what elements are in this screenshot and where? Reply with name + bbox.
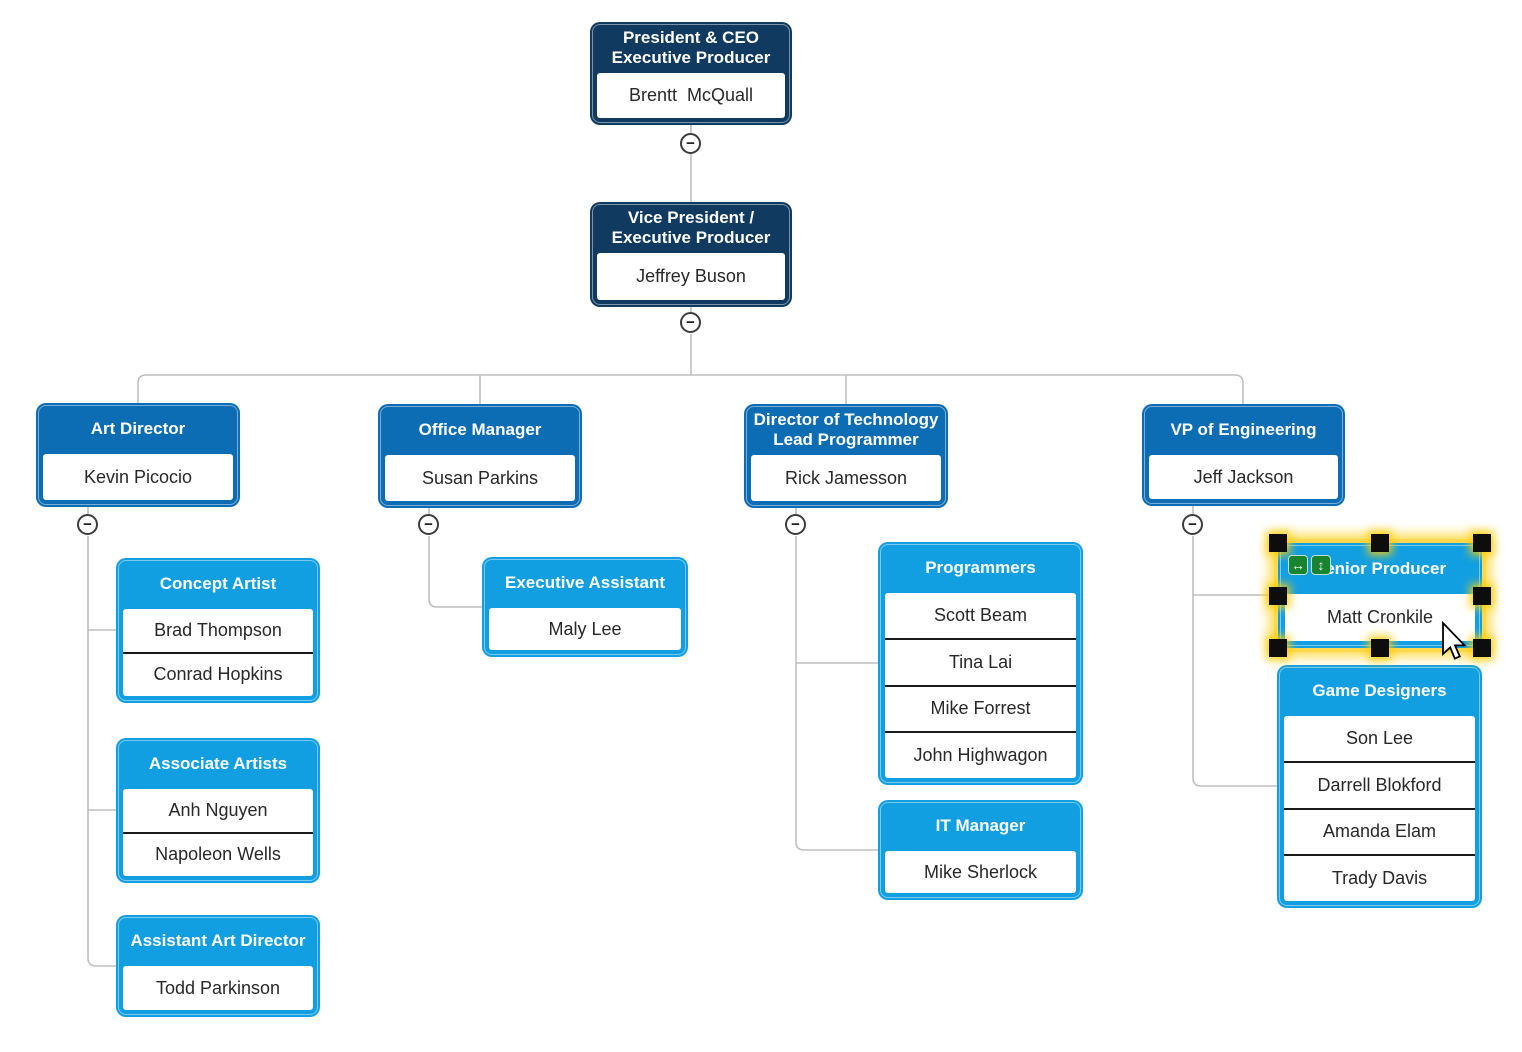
- org-node-vice-president[interactable]: Vice President / Executive Producer Jeff…: [590, 202, 792, 307]
- org-node-game-designers[interactable]: Game Designers Son Lee Darrell Blokford …: [1277, 665, 1482, 908]
- org-node-programmers[interactable]: Programmers Scott Beam Tina Lai Mike For…: [878, 542, 1083, 785]
- node-members: Anh Nguyen Napoleon Wells: [123, 789, 313, 876]
- connector-trunk: [137, 125, 1244, 404]
- selection-handle-n[interactable]: [1371, 534, 1389, 552]
- selection-handle-ne[interactable]: [1473, 534, 1491, 552]
- member-name: Jeff Jackson: [1193, 466, 1294, 487]
- node-title: Office Manager: [418, 419, 542, 439]
- connector-tech-branch: [795, 508, 878, 851]
- collapse-toggle-art-director[interactable]: −: [77, 514, 98, 535]
- selection-handle-nw[interactable]: [1269, 534, 1287, 552]
- member-name: Amanda Elam: [1284, 807, 1475, 855]
- node-members: Todd Parkinson: [123, 966, 313, 1010]
- selection-handle-w[interactable]: [1269, 586, 1287, 605]
- member-name: Anh Nguyen: [168, 799, 268, 820]
- node-members: Scott Beam Tina Lai Mike Forrest John Hi…: [885, 593, 1076, 778]
- org-node-assistant-art-director[interactable]: Assistant Art Director Todd Parkinson: [116, 915, 320, 1017]
- node-members: Jeffrey Buson: [597, 253, 785, 300]
- node-title: IT Manager: [935, 815, 1026, 835]
- node-title: President & CEO Executive Producer: [611, 27, 771, 67]
- node-title: Executive Assistant: [505, 572, 665, 592]
- member-name: Conrad Hopkins: [123, 651, 313, 697]
- member-name: Maly Lee: [548, 618, 622, 639]
- node-members: Susan Parkins: [385, 455, 575, 501]
- selection-handle-sw[interactable]: [1269, 639, 1287, 657]
- member-name: Brad Thompson: [154, 619, 282, 640]
- member-name: Jeffrey Buson: [636, 266, 746, 286]
- connector-art-branch: [87, 507, 116, 967]
- resize-vertical-icon[interactable]: ↕: [1311, 555, 1331, 575]
- org-node-director-of-technology[interactable]: Director of Technology Lead Programmer R…: [744, 404, 948, 508]
- selection-handle-e[interactable]: [1473, 586, 1491, 605]
- member-name: Trady Davis: [1284, 854, 1475, 901]
- member-name: Scott Beam: [933, 604, 1028, 625]
- org-node-executive-assistant[interactable]: Executive Assistant Maly Lee: [482, 557, 688, 657]
- node-title: Vice President / Executive Producer: [611, 207, 771, 247]
- node-members: Brentt McQuall: [597, 73, 785, 118]
- member-name: Matt Cronkile: [1326, 607, 1434, 627]
- org-node-president-ceo[interactable]: President & CEO Executive Producer Brent…: [590, 22, 792, 125]
- node-title: Concept Artist: [159, 573, 277, 593]
- member-name: Mike Forrest: [885, 684, 1076, 732]
- org-node-associate-artists[interactable]: Associate Artists Anh Nguyen Napoleon We…: [116, 738, 320, 883]
- selection-handle-s[interactable]: [1371, 639, 1389, 657]
- org-node-art-director[interactable]: Art Director Kevin Picocio: [36, 403, 240, 507]
- node-title: Art Director: [90, 418, 186, 438]
- org-node-vp-of-engineering[interactable]: VP of Engineering Jeff Jackson: [1142, 404, 1345, 506]
- collapse-toggle-president[interactable]: −: [680, 133, 701, 154]
- node-title: Game Designers: [1312, 680, 1447, 700]
- member-name: Son Lee: [1345, 727, 1414, 748]
- member-name: Tina Lai: [885, 637, 1076, 685]
- node-members: Maly Lee: [489, 608, 681, 650]
- org-node-office-manager[interactable]: Office Manager Susan Parkins: [378, 404, 582, 508]
- member-name: Rick Jamesson: [784, 467, 908, 488]
- member-name: Susan Parkins: [421, 467, 539, 488]
- node-title: Assistant Art Director: [130, 930, 306, 950]
- member-name: Napoleon Wells: [123, 831, 313, 877]
- collapse-toggle-vice-president[interactable]: −: [680, 312, 701, 333]
- node-members: Kevin Picocio: [43, 454, 233, 500]
- collapse-toggle-director-of-technology[interactable]: −: [785, 514, 806, 535]
- node-members: Son Lee Darrell Blokford Amanda Elam Tra…: [1284, 716, 1475, 901]
- org-node-it-manager[interactable]: IT Manager Mike Sherlock: [878, 800, 1083, 900]
- collapse-toggle-vp-of-engineering[interactable]: −: [1182, 514, 1203, 535]
- node-members: Brad Thompson Conrad Hopkins: [123, 609, 313, 696]
- node-title: Senior Producer: [1313, 558, 1447, 578]
- node-members: Jeff Jackson: [1149, 455, 1338, 499]
- collapse-toggle-office-manager[interactable]: −: [418, 514, 439, 535]
- member-name: Todd Parkinson: [155, 977, 281, 998]
- node-title: VP of Engineering: [1170, 419, 1317, 439]
- selection-handle-se[interactable]: [1473, 639, 1491, 657]
- node-members: Mike Sherlock: [885, 851, 1076, 893]
- member-name: Darrell Blokford: [1284, 760, 1475, 808]
- org-node-concept-artist[interactable]: Concept Artist Brad Thompson Conrad Hopk…: [116, 558, 320, 703]
- member-name: Brentt McQuall: [628, 85, 754, 105]
- member-name: Kevin Picocio: [83, 466, 193, 487]
- resize-horizontal-icon[interactable]: ↔: [1288, 555, 1308, 575]
- connector-office-branch: [428, 508, 482, 608]
- mouse-cursor: [1442, 621, 1467, 660]
- node-title: Associate Artists: [148, 753, 288, 773]
- node-members: Rick Jamesson: [751, 455, 941, 501]
- org-node-senior-producer[interactable]: Senior Producer Matt Cronkile ↔ ↕: [1269, 534, 1491, 657]
- member-name: Mike Sherlock: [923, 861, 1038, 882]
- node-title: Director of Technology Lead Programmer: [753, 409, 939, 449]
- member-name: John Highwagon: [885, 731, 1076, 778]
- connector-eng-branch: [1192, 506, 1278, 787]
- node-title: Programmers: [925, 557, 1036, 577]
